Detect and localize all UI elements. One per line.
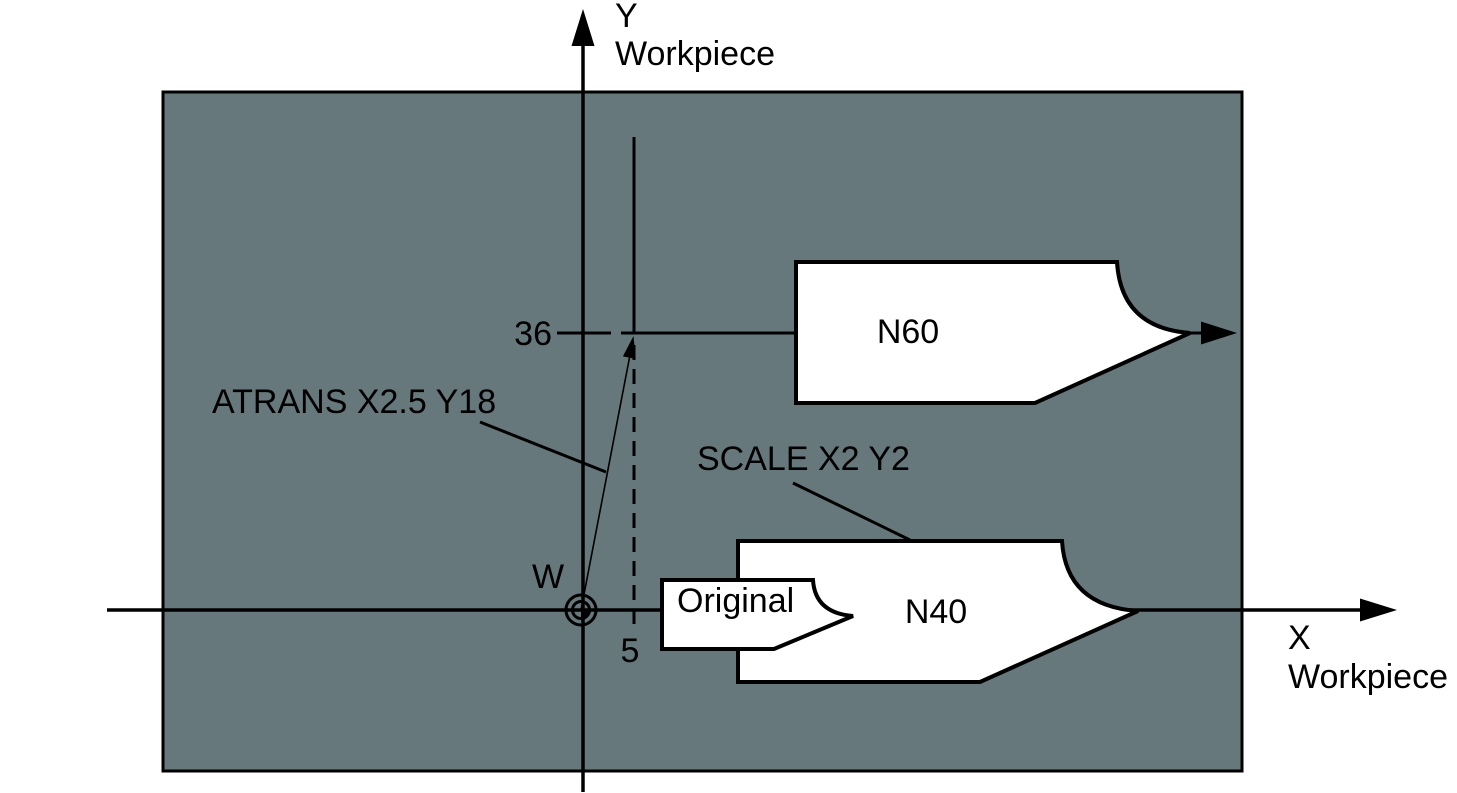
origin-symbol-quadrant [581, 610, 590, 619]
y-axis-sublabel: Workpiece [615, 35, 775, 73]
scale-label: SCALE X2 Y2 [697, 440, 910, 478]
origin-label: W [532, 558, 564, 596]
y-axis-arrowhead [571, 9, 595, 46]
n40-contour [736, 539, 1139, 684]
scale-leader-line [792, 481, 911, 542]
origin-symbol-outer-circle [564, 593, 598, 627]
original-contour [660, 578, 854, 651]
atrans-leader-line [479, 420, 607, 474]
translation-vector-arrowhead [622, 336, 636, 359]
x-axis-label: X [1288, 619, 1311, 657]
x-axis-sublabel: Workpiece [1288, 658, 1448, 696]
dim-36-label: 36 [514, 315, 552, 353]
y-axis-label: Y [615, 0, 638, 35]
translation-vector-line [580, 354, 631, 611]
n60-contour [794, 260, 1191, 405]
x-axis-arrowhead [1360, 598, 1397, 622]
original-label: Original [677, 582, 794, 620]
dim-36-arrowhead [1201, 321, 1237, 345]
workpiece-body [161, 90, 1244, 773]
atrans-label: ATRANS X2.5 Y18 [212, 383, 496, 421]
n40-label: N40 [905, 593, 967, 631]
n60-label: N60 [877, 313, 939, 351]
dim-5-label: 5 [621, 632, 640, 670]
